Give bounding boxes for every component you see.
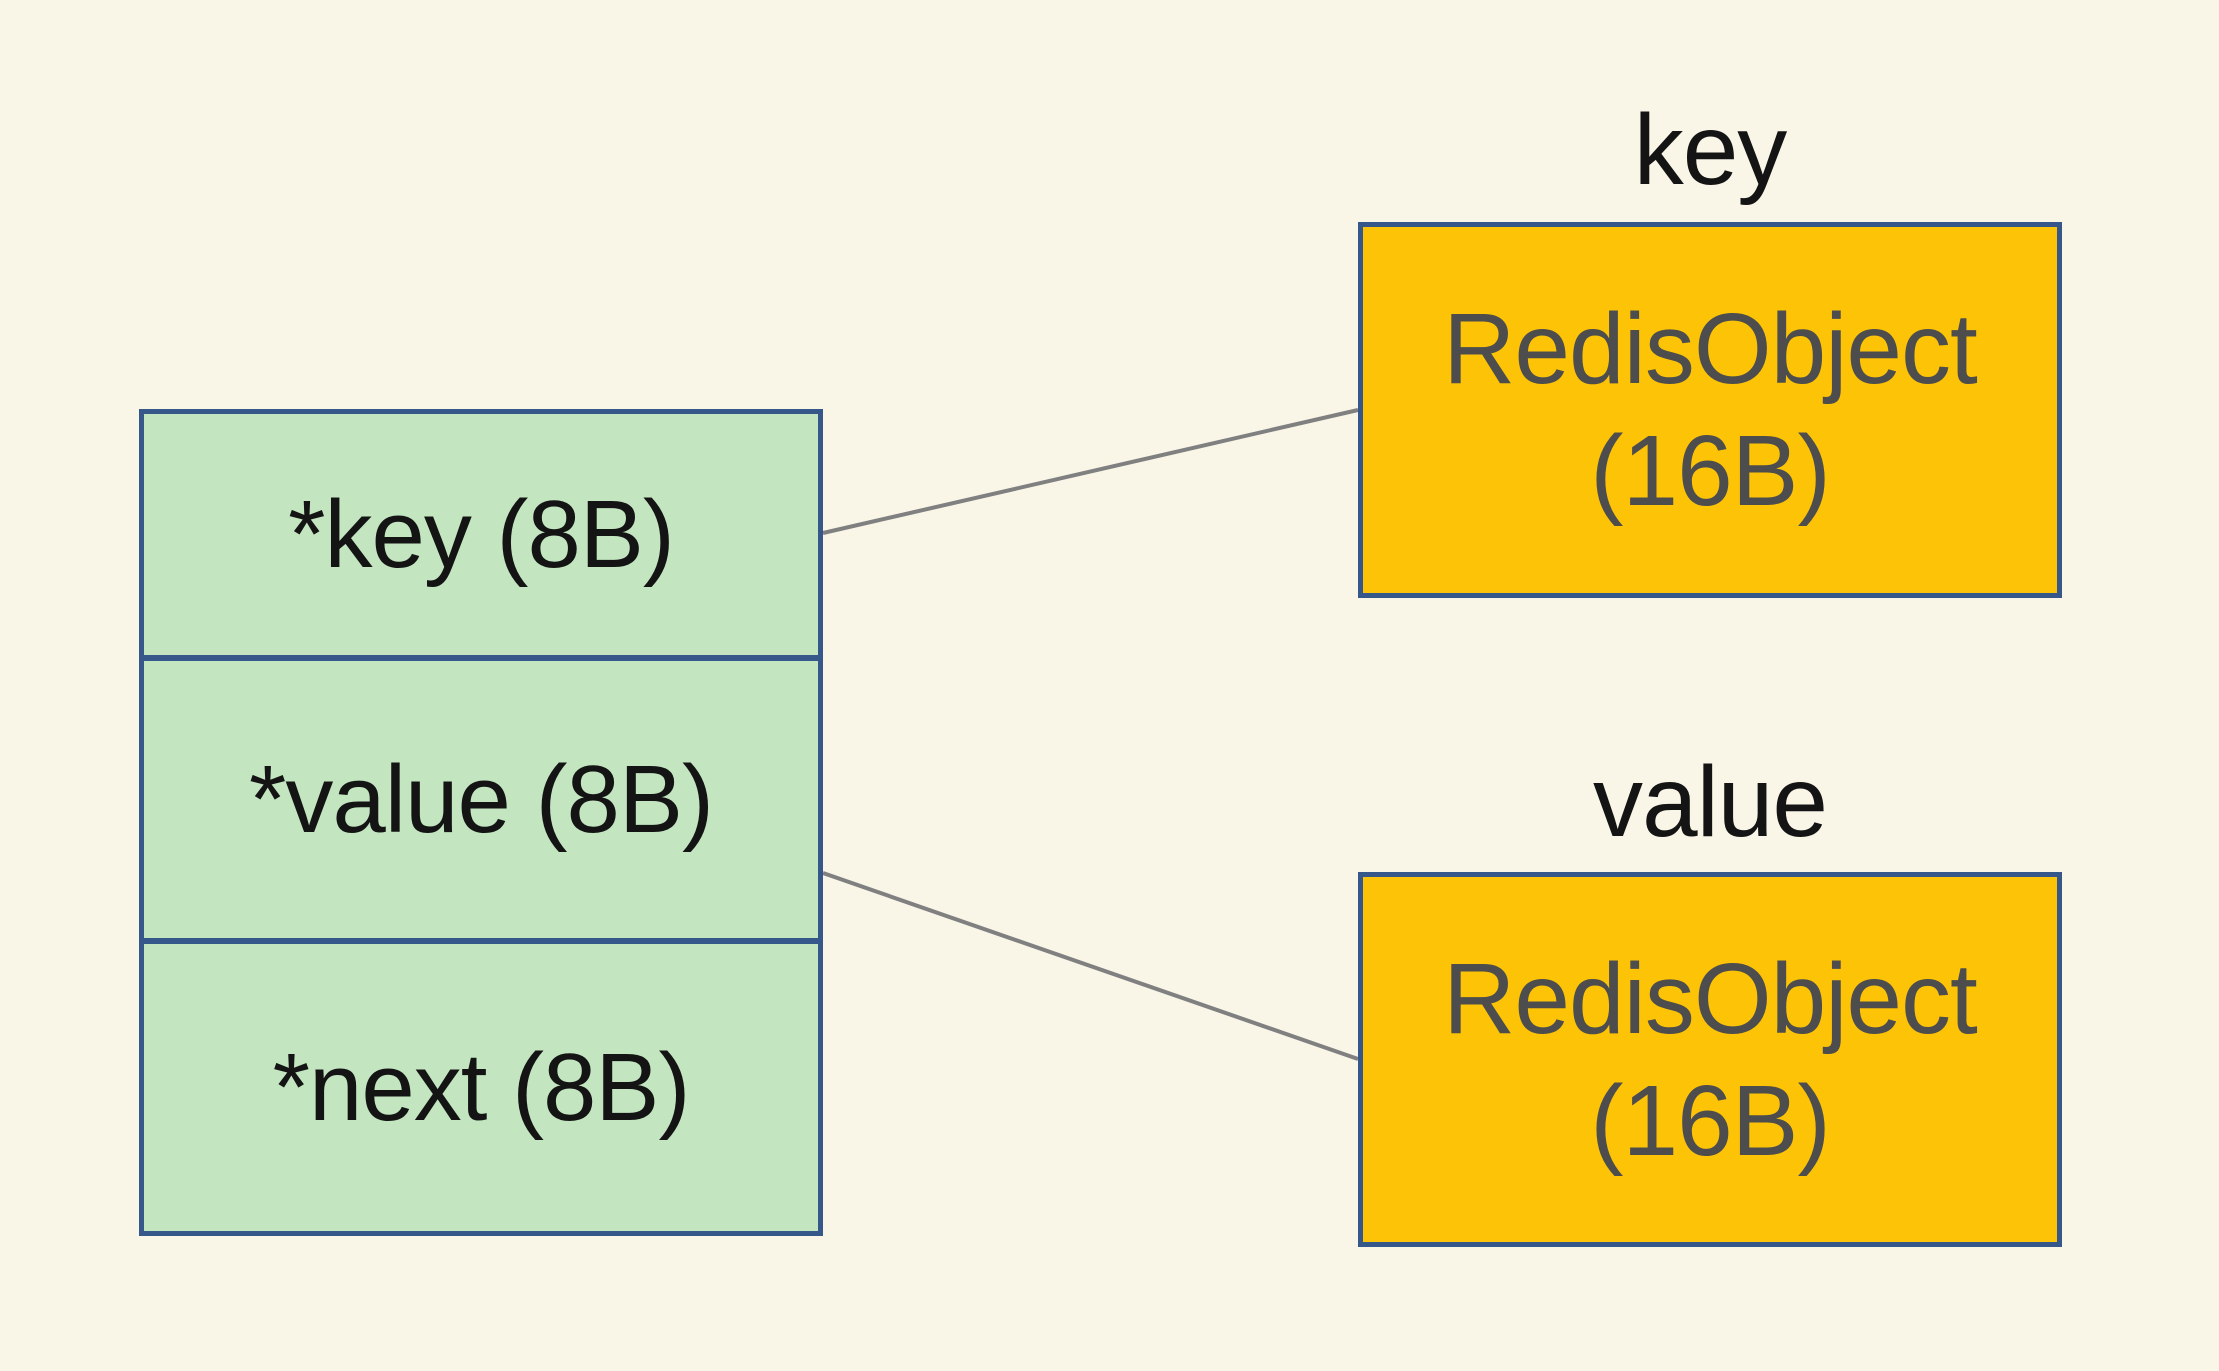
key-redisobject-size: (16B) — [1590, 415, 1831, 527]
dictentry-struct-box: *key (8B) *value (8B) *next (8B) — [139, 409, 823, 1236]
struct-row-key-label: *key (8B) — [288, 480, 675, 588]
struct-row-value: *value (8B) — [144, 655, 818, 938]
struct-row-next-label: *next (8B) — [272, 1033, 691, 1141]
value-object-title: value — [1592, 746, 1828, 858]
key-pointer-line — [822, 408, 1359, 535]
key-object-title: key — [1633, 94, 1788, 206]
key-redisobject-name: RedisObject — [1443, 293, 1978, 405]
value-pointer-line — [822, 871, 1359, 1061]
value-redisobject-size: (16B) — [1590, 1064, 1831, 1177]
struct-row-next: *next (8B) — [144, 938, 818, 1231]
value-redisobject-box: RedisObject (16B) — [1358, 872, 2062, 1247]
value-redisobject-name: RedisObject — [1443, 942, 1978, 1055]
struct-row-key: *key (8B) — [144, 414, 818, 655]
struct-row-value-label: *value (8B) — [249, 745, 714, 853]
key-redisobject-box: RedisObject (16B) — [1358, 222, 2062, 598]
